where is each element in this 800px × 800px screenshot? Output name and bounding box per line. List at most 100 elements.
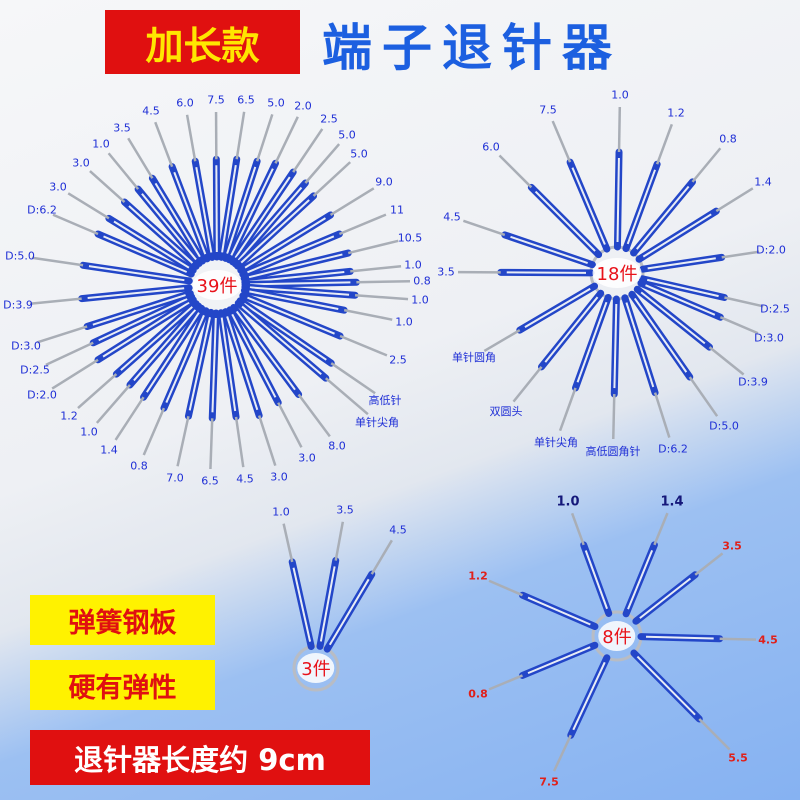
product-title: 端子退针器 xyxy=(322,19,622,77)
tool-handle-slot xyxy=(625,302,655,388)
tool-size-label: 1.0 xyxy=(611,88,629,102)
tool-handle-slot xyxy=(527,646,591,675)
tool-tip xyxy=(176,415,190,467)
tool-size-label: 8.0 xyxy=(328,439,346,453)
tool-handle-slot xyxy=(319,566,336,642)
tool-handle-slot xyxy=(88,265,185,282)
piece-count: 39件 xyxy=(192,270,242,300)
tool-size-label: 7.5 xyxy=(207,93,225,107)
tool-handle-slot xyxy=(92,294,186,326)
tool-size-label: 1.4 xyxy=(100,443,118,457)
tool-tip xyxy=(257,415,277,466)
piece-count: 8件 xyxy=(598,621,636,651)
tool-handle-slot xyxy=(226,316,259,411)
tool-handle-slot xyxy=(231,313,277,398)
tool-size-label: D:2.0 xyxy=(756,243,786,257)
tool-tip xyxy=(45,341,94,367)
tool-handle-slot xyxy=(120,306,193,371)
tool-tip xyxy=(483,329,521,352)
tool-size-label: D:6.2 xyxy=(658,442,688,456)
tool-tip xyxy=(329,187,375,217)
tool-tip xyxy=(95,384,131,424)
tool-handle-slot xyxy=(534,190,596,252)
tool-tip xyxy=(277,402,303,448)
tool-tip xyxy=(37,325,88,344)
tool-size-label: 6.5 xyxy=(201,474,219,488)
tool-handle-slot xyxy=(237,186,303,261)
tool-size-label: 1.4 xyxy=(754,175,772,189)
tool-size-label: D:2.0 xyxy=(27,388,57,402)
tool-tip xyxy=(52,213,99,236)
tool-size-label: 1.0 xyxy=(80,425,98,439)
tool-tip xyxy=(274,116,299,164)
tool-size-label: D:3.0 xyxy=(754,331,784,345)
tool-tip xyxy=(498,154,533,189)
tool-size-label: 9.0 xyxy=(375,175,393,189)
tool-handle-slot xyxy=(141,193,197,261)
tool-tip xyxy=(612,394,616,440)
tool-tip xyxy=(512,366,543,403)
tool-tip xyxy=(347,239,399,255)
tool-size-label: 1.2 xyxy=(468,569,488,583)
tool-tip xyxy=(67,192,110,220)
tool-size-label: D:3.9 xyxy=(738,375,768,389)
tool-tip xyxy=(107,152,140,190)
tool-handle-slot xyxy=(249,290,339,310)
tool-tip xyxy=(29,297,82,306)
tool-handle-slot xyxy=(248,253,343,279)
tool-size-label: D:2.5 xyxy=(760,302,790,316)
feature-elastic: 硬有弹性 xyxy=(30,660,215,710)
tool-tip xyxy=(142,407,166,456)
tool-size-label: D:5.0 xyxy=(709,419,739,433)
tool-tip xyxy=(721,250,760,259)
length-note: 退针器长度约 9cm xyxy=(30,730,370,785)
tool-size-label: 单针尖角 xyxy=(534,436,578,449)
tool-size-label: 4.5 xyxy=(236,472,254,486)
tool-size-label: 3.5 xyxy=(437,265,455,279)
tool-handle-slot xyxy=(616,157,620,243)
tool-handle-slot xyxy=(645,635,714,640)
tool-tip xyxy=(343,308,393,321)
tool-handle-slot xyxy=(576,301,608,383)
tool-size-label: 0.8 xyxy=(719,132,737,146)
tool-tip xyxy=(462,219,506,237)
tool-handle-slot xyxy=(226,166,257,254)
tool-tip xyxy=(255,114,274,162)
tool-handle-slot xyxy=(98,298,188,342)
tool-tip xyxy=(570,512,585,546)
tool-size-label: 单针圆角 xyxy=(452,351,496,364)
tool-tip xyxy=(558,387,577,432)
tool-size-label: 4.5 xyxy=(142,104,160,118)
tool-size-label: 1.0 xyxy=(395,315,413,329)
tool-handle-slot xyxy=(240,199,310,264)
tool-size-label: 3.0 xyxy=(298,451,316,465)
tool-handle-slot xyxy=(249,281,351,286)
tool-tip xyxy=(354,293,409,301)
tool-handle-slot xyxy=(640,291,706,345)
tool-handle-slot xyxy=(241,305,322,376)
piece-count: 18件 xyxy=(592,258,642,288)
tool-tip xyxy=(185,114,197,162)
tool-tip xyxy=(350,264,402,273)
tool-size-label: 4.5 xyxy=(443,210,461,224)
tool-tip xyxy=(715,187,754,213)
tool-handle-slot xyxy=(627,550,654,610)
tool-tip xyxy=(488,579,523,597)
tool-tip xyxy=(31,256,84,267)
tool-handle-slot xyxy=(642,213,712,258)
tool-handle-slot xyxy=(173,171,207,255)
tool-size-label: D:3.0 xyxy=(11,339,41,353)
tool-size-label: 2.5 xyxy=(389,353,407,367)
tool-size-label: D:6.2 xyxy=(27,203,57,217)
tool-tip xyxy=(89,170,126,203)
tool-tip xyxy=(688,376,719,417)
tool-size-label: 1.0 xyxy=(272,505,290,519)
tool-handle-slot xyxy=(244,217,326,269)
tool-tip xyxy=(552,734,572,772)
tool-handle-slot xyxy=(133,309,197,382)
tool-tip xyxy=(653,392,671,438)
tool-tip xyxy=(330,362,376,395)
tool-handle-slot xyxy=(87,287,185,299)
tool-tip xyxy=(356,279,411,284)
